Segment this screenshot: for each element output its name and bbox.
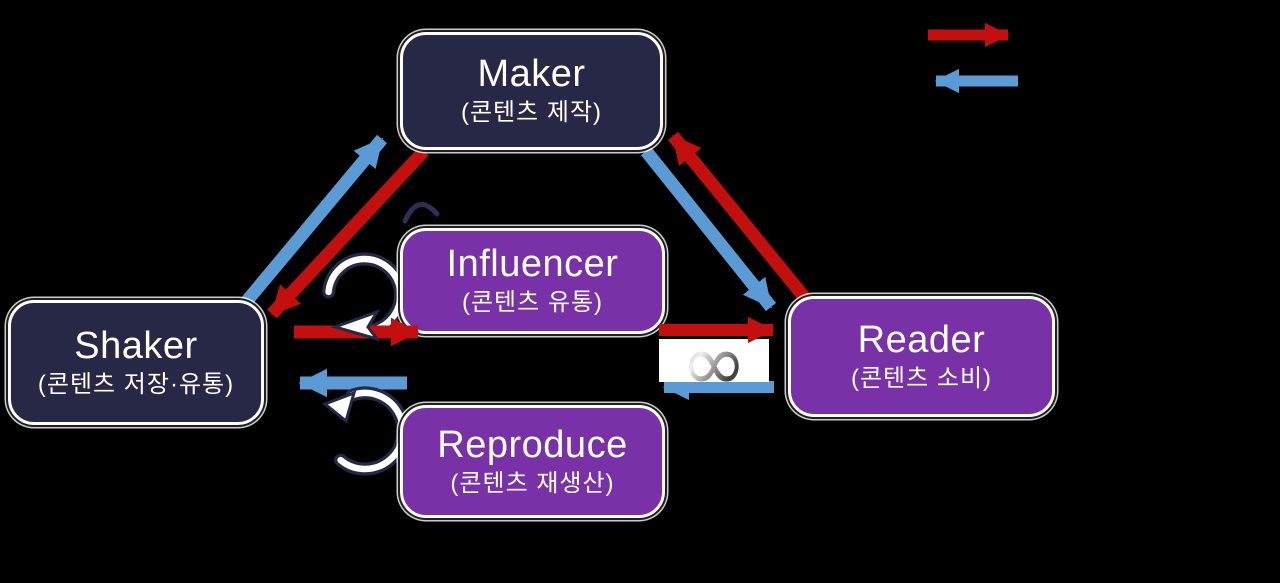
infinity-icon: ∞	[659, 317, 769, 410]
node-shaker-subtitle: (콘텐츠 저장·유통)	[37, 370, 235, 398]
arrow-shaker-to-maker	[241, 134, 387, 307]
node-reproduce-subtitle: (콘텐츠 재생산)	[450, 469, 615, 497]
node-influencer: Influencer (콘텐츠 유통)	[400, 228, 665, 334]
rotation-arrow-icon-reproduce	[322, 386, 410, 476]
rotation-arrow-head-influencer	[330, 309, 381, 342]
node-reproduce: Reproduce (콘텐츠 재생산)	[400, 405, 665, 518]
node-reader-subtitle: (콘텐츠 소비)	[850, 364, 993, 392]
node-reproduce-title: Reproduce	[437, 423, 628, 466]
node-reader: Reader (콘텐츠 소비)	[788, 296, 1055, 417]
node-influencer-title: Influencer	[446, 243, 619, 286]
node-influencer-subtitle: (콘텐츠 유통)	[461, 289, 604, 317]
node-maker: Maker (콘텐츠 제작)	[400, 32, 663, 150]
rotation-arrow-icon-influencer	[322, 252, 407, 337]
node-shaker-title: Shaker	[74, 324, 198, 367]
node-reader-title: Reader	[857, 318, 986, 361]
node-maker-subtitle: (콘텐츠 제작)	[460, 99, 603, 127]
infinity-glyph: ∞	[681, 317, 748, 410]
infinity-background	[659, 339, 769, 382]
node-shaker: Shaker (콘텐츠 저장·유통)	[8, 300, 264, 425]
arc-decoration	[402, 202, 440, 224]
arrow-reader-to-maker	[667, 131, 811, 303]
node-maker-title: Maker	[477, 53, 586, 96]
